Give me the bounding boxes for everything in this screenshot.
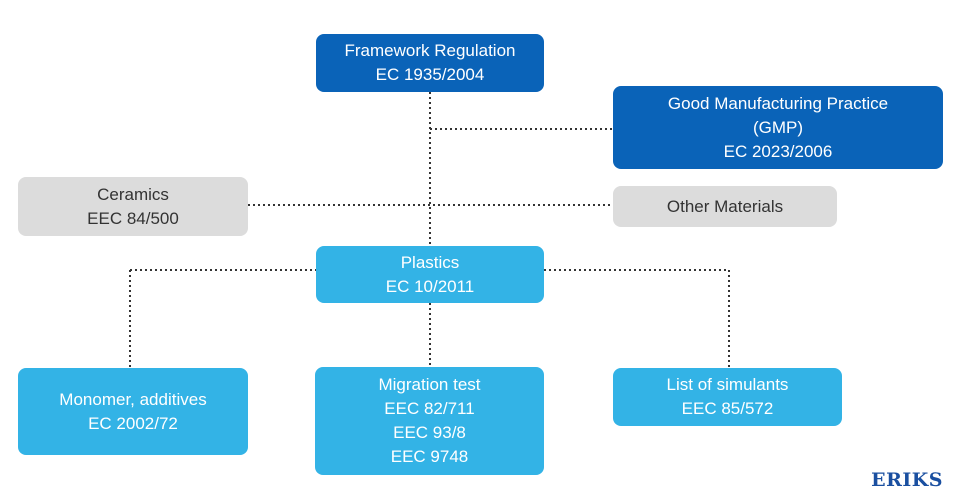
migration-code-3: EEC 9748	[390, 447, 469, 466]
monomer-code: EC 2002/72	[88, 413, 178, 433]
other-materials-box: Other Materials	[613, 186, 837, 227]
ceramics-title: Ceramics	[97, 184, 169, 204]
simulants-title: List of simulants	[666, 375, 789, 394]
gmp-box: Good Manufacturing Practice (GMP) EC 202…	[613, 86, 943, 169]
gmp-abbrev: (GMP)	[752, 117, 804, 137]
plastics-code: EC 10/2011	[385, 276, 475, 296]
migration-title: Migration test	[378, 375, 481, 394]
gmp-code: EC 2023/2006	[723, 141, 833, 161]
other-materials-title: Other Materials	[666, 196, 784, 216]
ceramics-box: Ceramics EEC 84/500	[18, 177, 248, 236]
framework-code: EC 1935/2004	[375, 65, 485, 84]
migration-code-2: EEC 93/8	[393, 423, 466, 442]
monomer-title: Monomer, additives	[59, 389, 207, 409]
plastics-title: Plastics	[400, 252, 460, 272]
migration-test-box: Migration test EEC 82/711 EEC 93/8 EEC 9…	[315, 367, 544, 475]
eriks-logo: ERIKS	[871, 469, 943, 491]
migration-code-1: EEC 82/711	[384, 399, 475, 418]
ceramics-code: EEC 84/500	[87, 208, 179, 228]
list-of-simulants-box: List of simulants EEC 85/572	[613, 368, 842, 426]
framework-title: Framework Regulation	[344, 41, 516, 60]
monomer-additives-box: Monomer, additives EC 2002/72	[18, 368, 248, 455]
gmp-title: Good Manufacturing Practice	[667, 93, 889, 113]
plastics-box: Plastics EC 10/2011	[316, 246, 544, 303]
simulants-code: EEC 85/572	[681, 399, 774, 418]
framework-regulation-box: Framework Regulation EC 1935/2004	[316, 34, 544, 92]
